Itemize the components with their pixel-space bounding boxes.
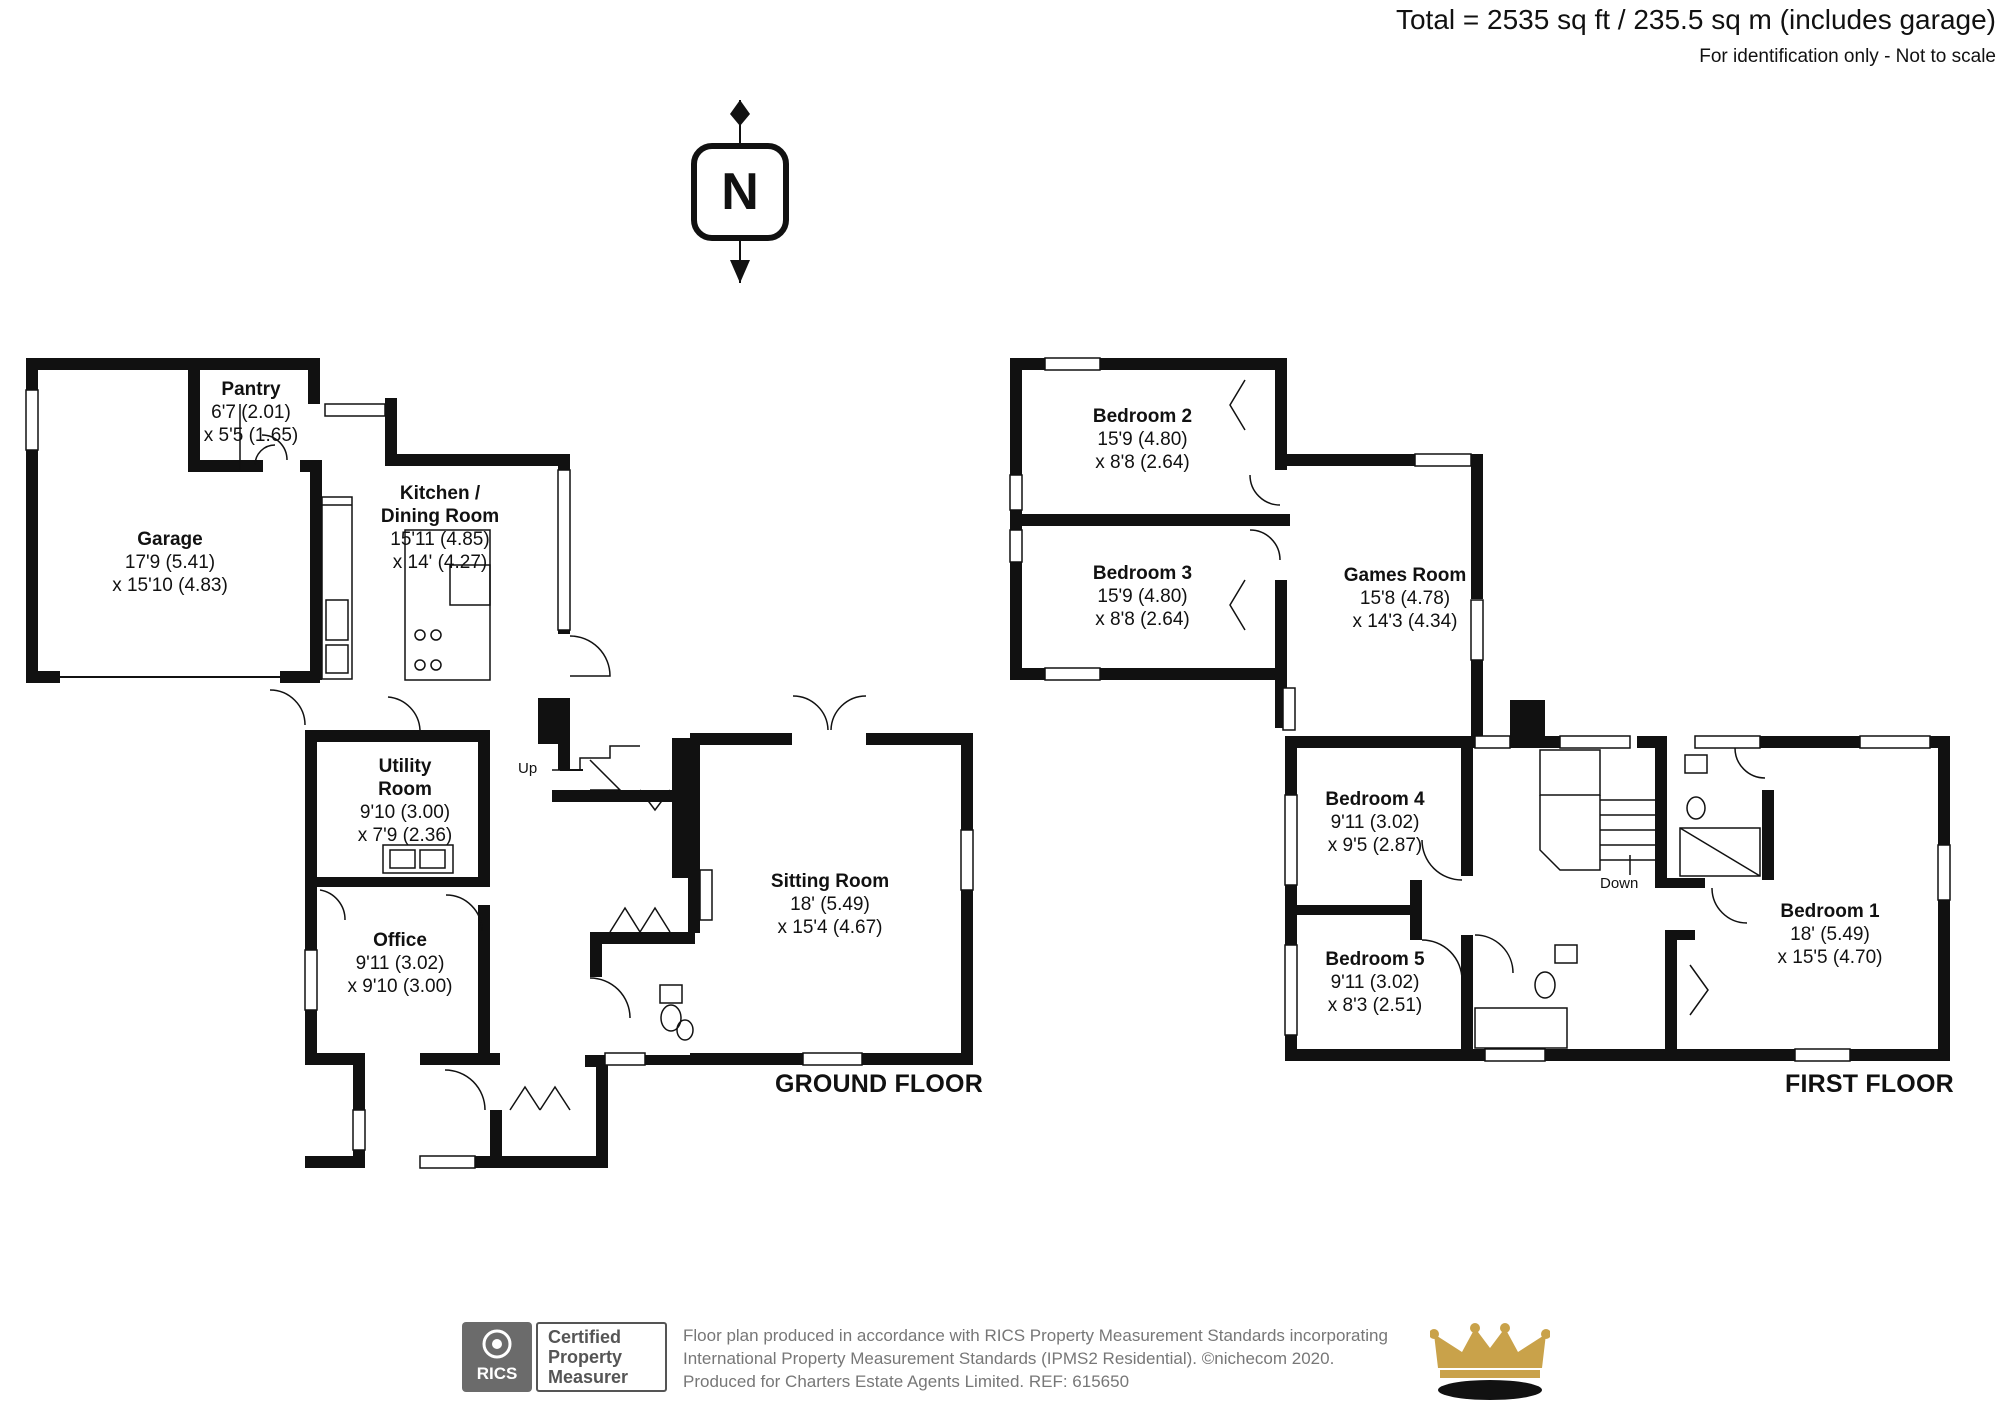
room-dim-1: 15'9 (4.80)	[1097, 586, 1188, 607]
room-dim-1: 9'11 (3.02)	[1330, 972, 1420, 993]
badge-line-1: Certified	[548, 1327, 622, 1347]
room-dim-2: x 15'5 (4.70)	[1777, 947, 1883, 968]
room-utility: Utility Room 9'10 (3.00) x 7'9 (2.36)	[345, 755, 465, 847]
room-garage: Garage 17'9 (5.41) x 15'10 (4.83)	[90, 528, 250, 597]
room-games: Games Room 15'8 (4.78) x 14'3 (4.34)	[1325, 564, 1485, 633]
room-office: Office 9'11 (3.02) x 9'10 (3.00)	[330, 929, 470, 998]
room-dim-2: x 9'10 (3.00)	[347, 976, 453, 997]
room-dim-2: x 8'3 (2.51)	[1327, 995, 1423, 1016]
room-bedroom-2: Bedroom 2 15'9 (4.80) x 8'8 (2.64)	[1070, 405, 1215, 474]
room-dim-2: x 15'4 (4.67)	[777, 917, 883, 938]
compass: N	[690, 100, 790, 285]
room-dim-1: 9'11 (3.02)	[1330, 812, 1420, 833]
stair-up-label: Up	[518, 760, 538, 777]
badge-line-2: Property	[548, 1347, 623, 1367]
room-name: Bedroom 5	[1325, 949, 1425, 970]
room-name-2: Dining Room	[380, 506, 500, 527]
badge-line-3: Measurer	[548, 1367, 629, 1387]
room-dim-1: 15'11 (4.85)	[390, 529, 490, 550]
north-arrow-icon	[691, 100, 789, 283]
stair-down-label: Down	[1600, 875, 1639, 892]
footer-line-1: Floor plan produced in accordance with R…	[683, 1326, 1388, 1345]
room-dim-1: 6'7 (2.01)	[211, 402, 291, 423]
room-dim-1: 17'9 (5.41)	[124, 552, 216, 573]
room-name: Bedroom 1	[1780, 901, 1880, 922]
room-dim-2: x 9'5 (2.87)	[1327, 835, 1423, 856]
room-name: Bedroom 3	[1092, 563, 1193, 584]
compass-letter: N	[721, 163, 759, 221]
room-name: Sitting Room	[770, 871, 890, 892]
room-dim-2: x 5'5 (1.65)	[203, 425, 299, 446]
ground-floor-label: GROUND FLOOR	[775, 1070, 983, 1098]
room-name: Kitchen /	[399, 483, 481, 504]
footer-line-3: Produced for Charters Estate Agents Limi…	[683, 1372, 1130, 1391]
room-bedroom-1: Bedroom 1 18' (5.49) x 15'5 (4.70)	[1755, 900, 1905, 969]
total-area-label: Total = 2535 sq ft / 235.5 sq m (include…	[1395, 4, 1996, 35]
crown-icon	[1430, 1323, 1550, 1400]
room-dim-1: 15'8 (4.78)	[1359, 588, 1451, 609]
first-floor-fixtures	[1009, 357, 1951, 1062]
room-dim-2: x 8'8 (2.64)	[1095, 609, 1190, 630]
room-name: Garage	[137, 529, 203, 550]
footer-text: Floor plan produced in accordance with R…	[683, 1324, 1388, 1393]
first-floor-label: FIRST FLOOR	[1785, 1070, 1954, 1098]
room-sitting: Sitting Room 18' (5.49) x 15'4 (4.67)	[750, 870, 910, 939]
rics-logo-text: RICS	[476, 1364, 518, 1383]
room-name: Office	[373, 930, 427, 951]
room-dim-1: 9'11 (3.02)	[355, 953, 445, 974]
room-bedroom-4: Bedroom 4 9'11 (3.02) x 9'5 (2.87)	[1305, 788, 1445, 857]
room-dim-1: 18' (5.49)	[790, 894, 870, 915]
room-dim-2: x 7'9 (2.36)	[357, 825, 453, 846]
room-dim-2: x 15'10 (4.83)	[112, 575, 228, 596]
room-bedroom-5: Bedroom 5 9'11 (3.02) x 8'3 (2.51)	[1305, 948, 1445, 1017]
room-dim-2: x 14'3 (4.34)	[1352, 611, 1458, 632]
room-name-2: Room	[378, 779, 432, 800]
footer-line-2: International Property Measurement Stand…	[683, 1349, 1335, 1368]
room-pantry: Pantry 6'7 (2.01) x 5'5 (1.65)	[196, 378, 306, 447]
rics-logo: RICS	[462, 1322, 532, 1392]
disclaimer-label: For identification only - Not to scale	[1699, 46, 1996, 67]
room-name: Pantry	[221, 379, 281, 400]
room-kitchen-dining: Kitchen / Dining Room 15'11 (4.85) x 14'…	[360, 482, 520, 574]
rics-certified-badge: RICS Certified Property Measurer	[462, 1322, 667, 1392]
room-dim-2: x 8'8 (2.64)	[1095, 452, 1190, 473]
room-dim-1: 18' (5.49)	[1790, 924, 1870, 945]
ground-floor-walls	[26, 358, 973, 1168]
ground-floor-fixtures	[25, 389, 974, 1169]
room-name: Bedroom 2	[1092, 406, 1193, 427]
room-bedroom-3: Bedroom 3 15'9 (4.80) x 8'8 (2.64)	[1070, 562, 1215, 631]
room-dim-1: 9'10 (3.00)	[359, 802, 451, 823]
room-name: Games Room	[1343, 565, 1467, 586]
room-name: Utility	[378, 756, 432, 777]
room-dim-1: 15'9 (4.80)	[1097, 429, 1188, 450]
room-name: Bedroom 4	[1325, 789, 1425, 810]
lion-icon	[482, 1329, 512, 1359]
room-dim-2: x 14' (4.27)	[392, 552, 488, 573]
certified-property-measurer-box: Certified Property Measurer	[536, 1322, 667, 1392]
